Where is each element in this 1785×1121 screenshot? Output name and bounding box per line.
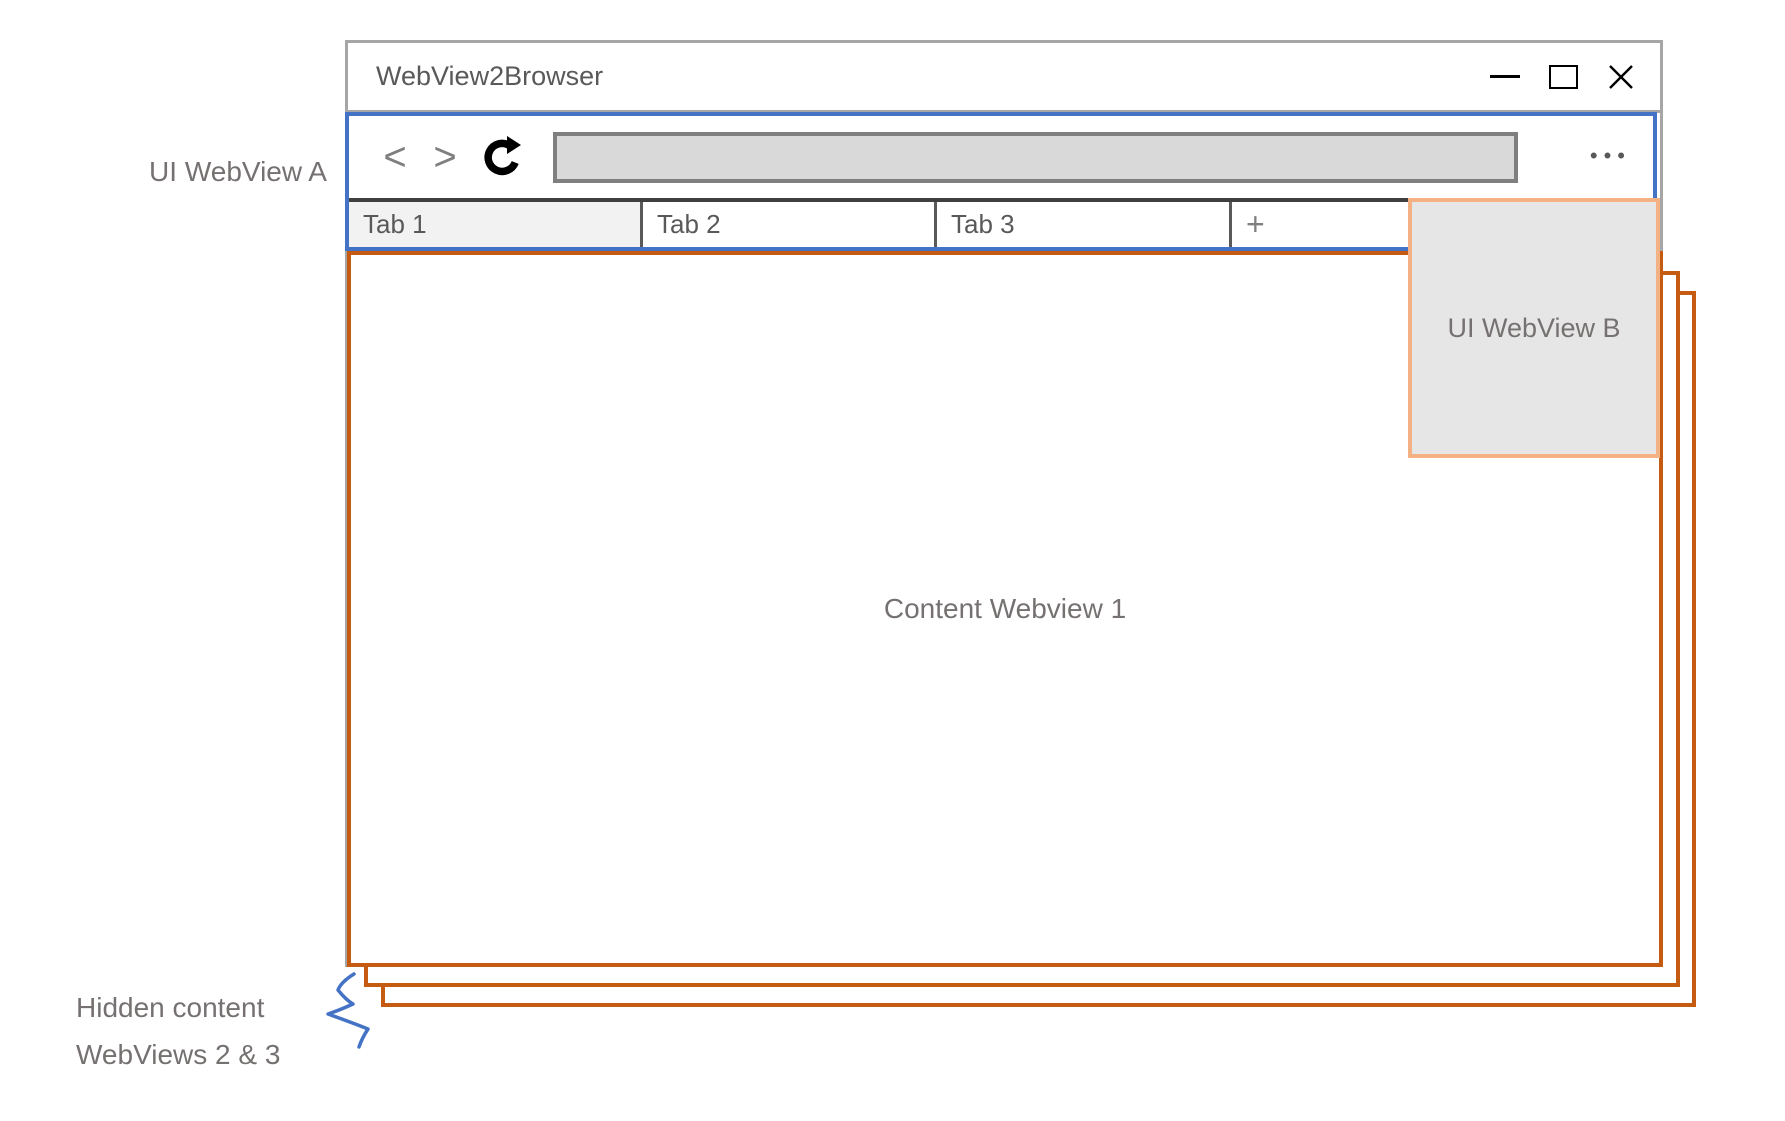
tab-3-label: Tab 3 <box>951 209 1015 239</box>
back-button[interactable]: < <box>375 132 415 184</box>
hidden-webviews-annotation: Hidden content WebViews 2 & 3 <box>76 984 280 1078</box>
maximize-button[interactable] <box>1548 62 1578 92</box>
hidden-webviews-annotation-line1: Hidden content <box>76 992 265 1023</box>
ui-webview-a-annotation: UI WebView A <box>149 156 327 187</box>
tab-1-label: Tab 1 <box>363 209 427 239</box>
close-button[interactable] <box>1606 62 1636 92</box>
content-webview-1-label: Content Webview 1 <box>883 593 1127 624</box>
brace-squiggle-icon <box>326 972 370 1049</box>
close-icon <box>1609 64 1633 89</box>
minimize-button[interactable] <box>1490 62 1520 92</box>
tab-2[interactable]: Tab 2 <box>643 202 937 247</box>
back-icon: < <box>383 135 407 179</box>
address-bar-input[interactable] <box>553 132 1518 183</box>
maximize-icon <box>1548 64 1578 89</box>
hidden-webviews-annotation-line2: WebViews 2 & 3 <box>76 1039 281 1070</box>
forward-icon: > <box>433 135 457 179</box>
new-tab-plus-icon: + <box>1246 206 1265 242</box>
reload-button[interactable] <box>481 135 525 179</box>
tab-3[interactable]: Tab 3 <box>937 202 1232 247</box>
ui-webview-b-region: UI WebView B <box>1408 198 1660 458</box>
ellipsis-menu-icon: ••• <box>1589 143 1631 168</box>
tab-1[interactable]: Tab 1 <box>349 202 643 247</box>
reload-icon <box>484 136 521 176</box>
tab-2-label: Tab 2 <box>657 209 721 239</box>
ui-webview-b-label: UI WebView B <box>1447 312 1621 343</box>
title-bar: WebView2Browser <box>345 40 1663 113</box>
forward-button[interactable]: > <box>425 132 465 184</box>
menu-button[interactable]: ••• <box>1590 132 1631 183</box>
window-title: WebView2Browser <box>376 61 604 91</box>
window-controls <box>1490 43 1636 110</box>
minimize-icon <box>1490 75 1520 78</box>
